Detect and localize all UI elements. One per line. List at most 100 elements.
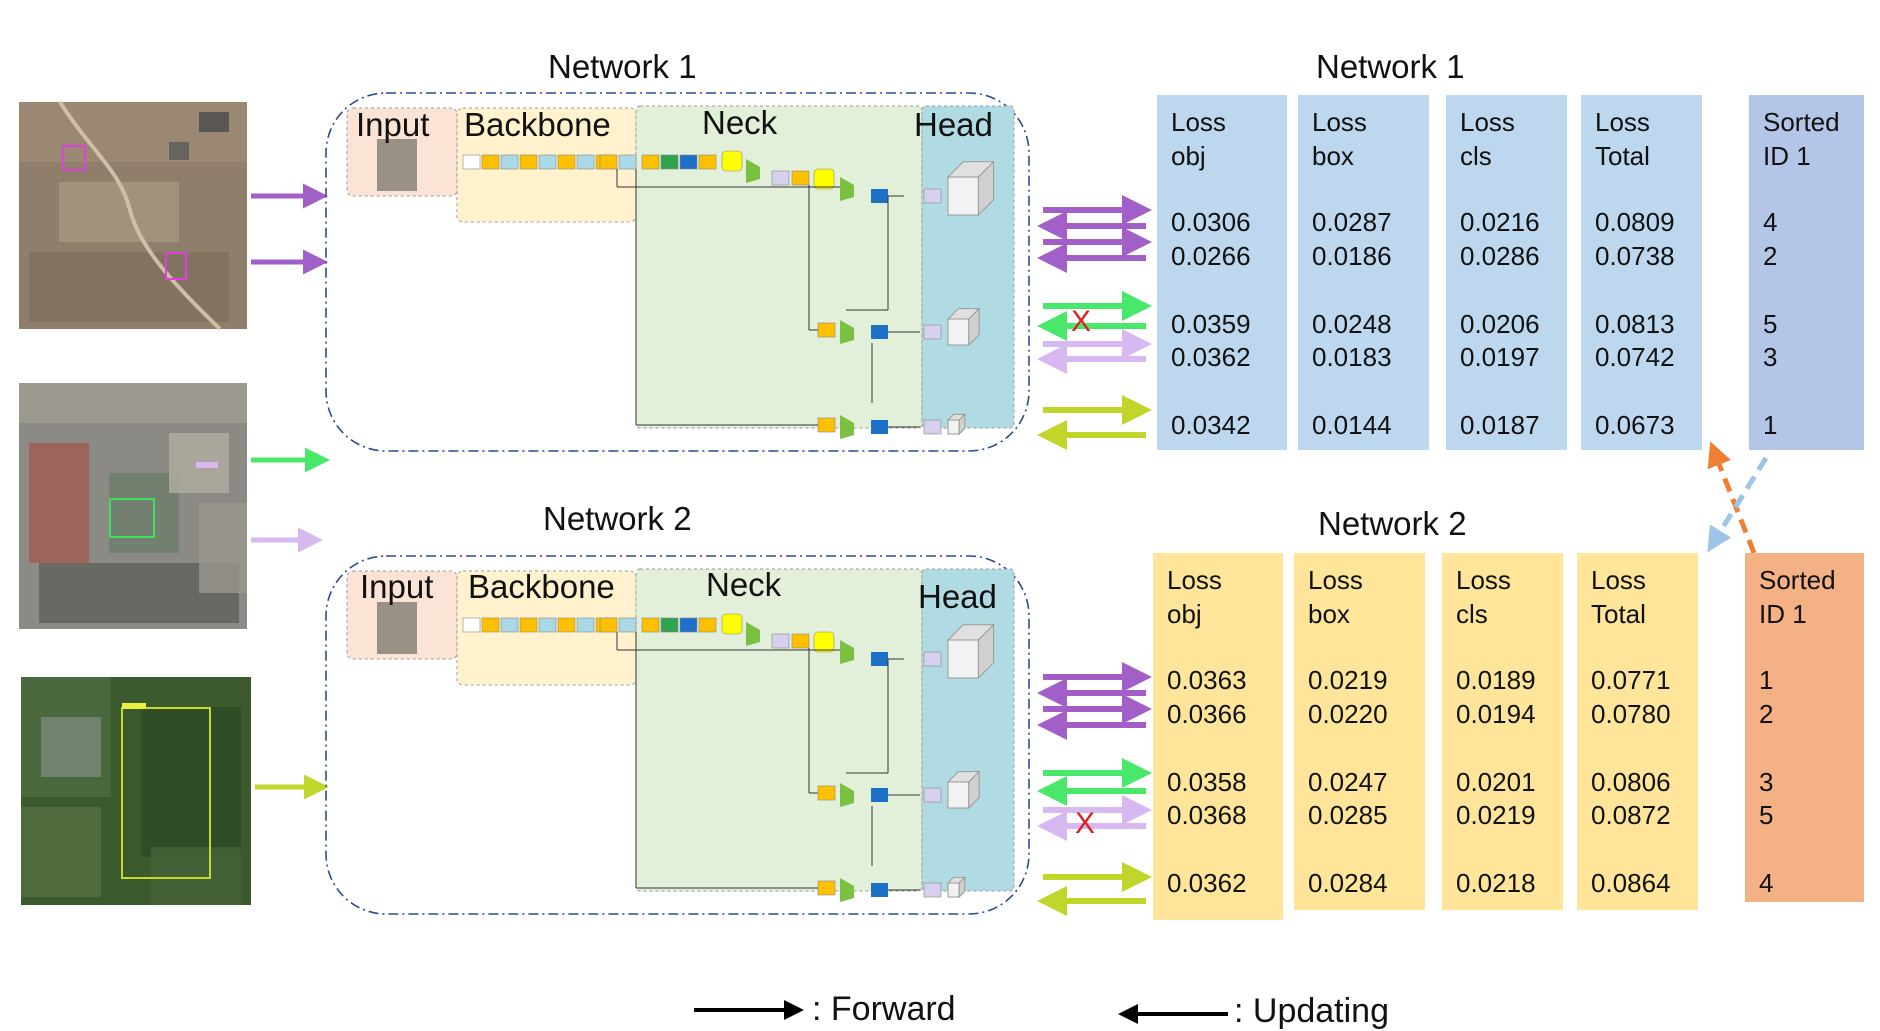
net2-backbone-layer [500,617,519,633]
net2-backbone-layer [557,617,576,633]
loss-value: 0.0247 [1308,767,1388,797]
loss-value: 0.0806 [1591,767,1671,797]
net2-neck-block [635,568,923,892]
reject-cross-2: X [1075,807,1096,840]
net2-neck-layer [817,785,836,801]
net1-head-layer [923,419,942,435]
satellite-image-1-patch [169,142,189,160]
net1-backbone-layer [462,154,481,170]
loss-value: 0.0363 [1167,665,1247,695]
net1-neck-layer [771,170,790,186]
loss-value: 0.0809 [1595,207,1675,237]
detection-box [121,707,211,879]
net2-upsample-node [721,613,743,635]
net2-backbone-layer [599,617,618,633]
loss-value: 0.0342 [1171,410,1251,440]
net1-neck-output [871,420,888,434]
net2-output-tensor-side [968,770,980,810]
loss-value: 0.0864 [1591,868,1671,898]
satellite-image-1-patch [199,112,229,132]
swap-arrow-down [1707,456,1769,553]
net1-head-block [921,105,1015,429]
loss-value: 0.0197 [1460,342,1540,372]
detection-box [109,498,155,538]
net2-neck-output [871,883,888,897]
net1-loss-cls-column: Loss cls 0.0216 0.0286 0.0206 0.0197 0.0… [1446,95,1567,450]
backbone-label-2: Backbone [468,568,615,605]
loss-value: 0.0183 [1312,342,1392,372]
net2-head-layer [923,882,942,898]
network-1-table-title: Network 1 [1316,48,1465,85]
net1-concat-node [840,320,854,344]
sorted-id: 4 [1759,868,1774,898]
satellite-image-2-patch [199,503,247,593]
net1-neck-layer [679,154,698,170]
net2-loss-total-column: Loss Total 0.0771 0.0780 0.0806 0.0872 0… [1577,553,1698,910]
net1-sorted-id-column: Sorted ID 1 4 2 5 3 1 [1749,95,1864,450]
net1-input-thumbnail [377,139,417,191]
input-label-2: Input [360,568,434,605]
net1-backbone-layer [618,154,637,170]
net1-loss-box-column: Loss box 0.0287 0.0186 0.0248 0.0183 0.0… [1298,95,1429,450]
satellite-image-2-patch [109,473,179,553]
satellite-image-3-patch [151,847,241,905]
road-path [58,100,222,331]
loss-value: 0.0248 [1312,309,1392,339]
net2-neck-output [871,788,888,802]
net1-outline [325,92,1030,452]
net1-concat-node [840,177,854,201]
loss-value: 0.0813 [1595,309,1675,339]
loss-value: 0.0673 [1595,410,1675,440]
net1-upsample-node [813,168,835,190]
net1-neck-layer [641,154,660,170]
loss-value: 0.0186 [1312,241,1392,271]
net2-neck-layer [641,617,660,633]
sorted-id: 4 [1763,207,1778,237]
sorted-id: 2 [1763,241,1778,271]
net1-neck-output [871,189,888,203]
loss-value: 0.0306 [1171,207,1251,237]
column-header: Loss obj [1167,565,1222,629]
net1-output-tensor [947,419,960,435]
satellite-image-3-patch [21,807,101,897]
net1-backbone-layer [557,154,576,170]
legend-forward-label: : Forward [812,990,956,1028]
loss-value: 0.0219 [1456,800,1536,830]
backbone-label-1: Backbone [464,106,611,143]
net1-loss-total-column: Loss Total 0.0809 0.0738 0.0813 0.0742 0… [1581,95,1702,450]
net1-neck-layer [817,417,836,433]
net2-backbone-layer [538,617,557,633]
loss-value: 0.0219 [1308,665,1388,695]
column-header: Loss cls [1460,107,1515,171]
swap-arrow-up [1707,441,1757,554]
loss-value: 0.0287 [1312,207,1392,237]
loss-value: 0.0216 [1460,207,1540,237]
net2-outline [325,555,1030,915]
column-header: Loss cls [1456,565,1511,629]
net1-concat-node [746,159,760,183]
sorted-id: 1 [1759,665,1774,695]
loss-value: 0.0780 [1591,699,1671,729]
net1-output-tensor [947,176,979,216]
net1-neck-output [871,325,888,339]
net2-head-layer [923,787,942,803]
net2-concat-node [840,783,854,807]
detection-tag [122,703,146,709]
loss-value: 0.0201 [1456,767,1536,797]
satellite-image-1-patch [29,252,229,322]
column-header: Loss box [1308,565,1363,629]
net2-output-tensor-side [977,623,995,680]
legend-updating-label: : Updating [1234,992,1389,1030]
net2-neck-layer [817,880,836,896]
loss-value: 0.0368 [1167,800,1247,830]
net1-output-tensor-side [968,307,980,347]
net2-neck-layer [771,633,790,649]
net2-head-layer [923,651,942,667]
net1-backbone-layer [599,154,618,170]
net1-neck-block [635,105,923,429]
net1-neck-layer [660,154,679,170]
net1-backbone-layer [576,154,595,170]
reject-cross-1: X [1071,305,1092,338]
network-1-title: Network 1 [548,48,697,85]
